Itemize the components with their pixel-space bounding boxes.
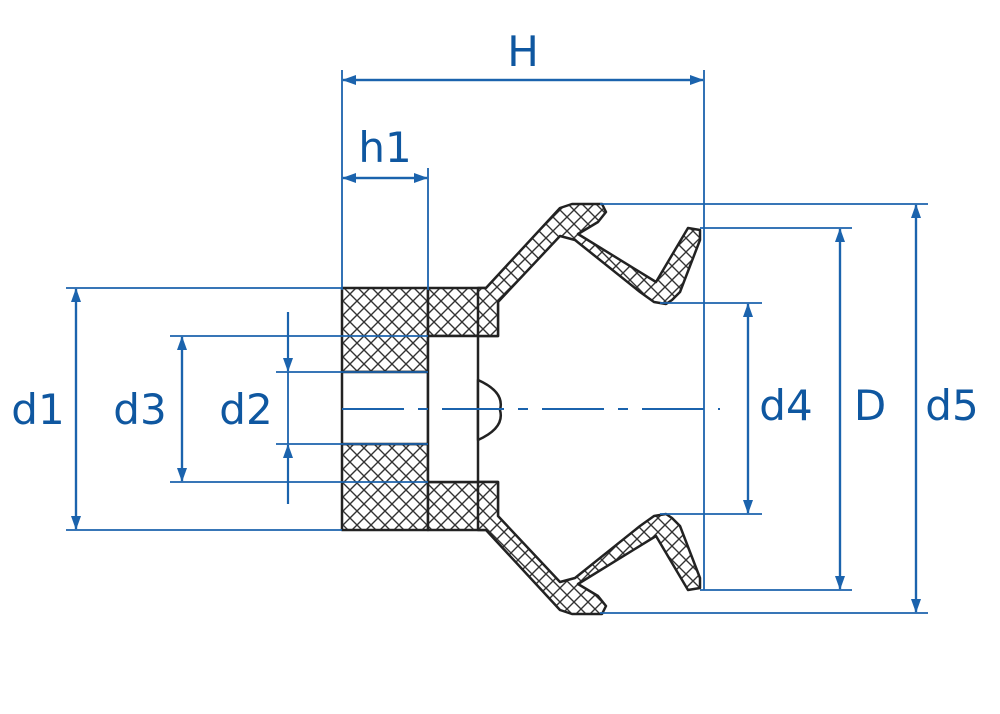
label-d4: d4 bbox=[759, 381, 812, 430]
rear-block-lower bbox=[340, 442, 430, 532]
label-h1: h1 bbox=[358, 123, 411, 172]
label-d2: d2 bbox=[219, 385, 272, 434]
label-d1: d1 bbox=[11, 385, 64, 434]
label-d3: d3 bbox=[113, 385, 166, 434]
rear-block-upper bbox=[340, 286, 430, 374]
label-H: H bbox=[507, 27, 539, 76]
upper-bellows bbox=[476, 202, 702, 338]
label-D: D bbox=[854, 381, 886, 430]
label-d5: d5 bbox=[925, 381, 978, 430]
extension-lines bbox=[66, 70, 928, 614]
dimension-labels: H h1 d1 d3 d2 d4 D d5 bbox=[11, 27, 978, 434]
lower-bellows bbox=[476, 480, 702, 616]
dimension-lines bbox=[71, 75, 921, 613]
